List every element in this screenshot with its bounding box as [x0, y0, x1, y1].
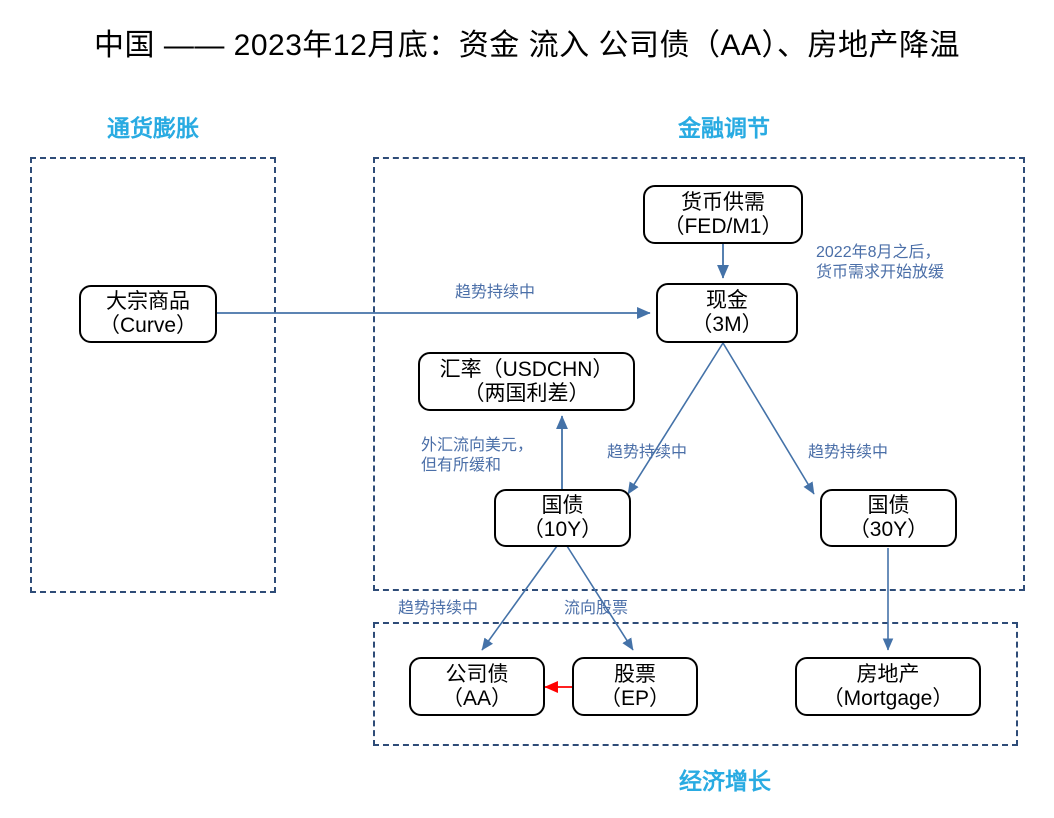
node-corporate-bond[interactable]: 公司债 （AA）	[409, 657, 545, 716]
node-equity-line1: 股票	[614, 662, 656, 686]
node-money-supply-line2: （FED/M1）	[663, 214, 783, 238]
node-bond-30y-line2: （30Y）	[848, 518, 929, 541]
edge-label-fx-flow: 外汇流向美元， 但有所缓和	[421, 436, 533, 476]
node-equity[interactable]: 股票 （EP）	[572, 657, 698, 716]
edge-label-commodity-to-cash: 趋势持续中	[455, 284, 536, 301]
group-box-inflation	[30, 157, 276, 593]
edge-label-bond10-to-corpbond: 趋势持续中	[398, 600, 479, 617]
edge-label-fx-flow-line2: 但有所缓和	[421, 457, 502, 474]
group-caption-monetary: 金融调节	[678, 115, 770, 141]
group-box-growth	[373, 622, 1018, 746]
node-bond-10y-line1: 国债	[541, 494, 584, 518]
node-bond-10y[interactable]: 国债 （10Y）	[494, 489, 631, 547]
group-box-monetary	[373, 157, 1025, 591]
node-fx-rate-line1: 汇率（USDCHN）	[439, 357, 614, 381]
node-cash-line2: （3M）	[691, 313, 763, 336]
node-real-estate[interactable]: 房地产 （Mortgage）	[795, 657, 981, 716]
node-commodity[interactable]: 大宗商品 （Curve）	[79, 285, 217, 343]
edge-label-cash-to-bond10: 趋势持续中	[607, 444, 688, 461]
edge-label-bond10-to-equity: 流向股票	[564, 600, 629, 617]
node-fx-rate[interactable]: 汇率（USDCHN） （两国利差）	[418, 352, 635, 411]
node-money-supply-line1: 货币供需	[681, 190, 765, 214]
edge-label-cash-slowdown: 2022年8月之后， 货币需求开始放缓	[816, 243, 944, 283]
node-corporate-bond-line2: （AA）	[441, 686, 512, 710]
node-real-estate-line2: （Mortgage）	[822, 686, 954, 710]
page-title: 中国 —— 2023年12月底：资金 流入 公司债（AA）、房地产降温	[94, 29, 960, 62]
node-cash-line1: 现金	[706, 289, 748, 313]
node-real-estate-line1: 房地产	[856, 662, 920, 686]
node-money-supply[interactable]: 货币供需 （FED/M1）	[643, 185, 803, 244]
edge-label-cash-to-bond30: 趋势持续中	[808, 444, 889, 461]
node-fx-rate-line2: （两国利差）	[463, 381, 590, 405]
edge-label-fx-flow-line1: 外汇流向美元，	[421, 437, 534, 454]
node-bond-10y-line2: （10Y）	[522, 518, 603, 541]
node-commodity-line2: （Curve）	[98, 314, 198, 337]
group-caption-inflation: 通货膨胀	[107, 115, 199, 141]
edge-label-cash-slowdown-line1: 2022年8月之后，	[816, 244, 941, 261]
node-bond-30y-line1: 国债	[867, 494, 910, 518]
node-cash[interactable]: 现金 （3M）	[656, 283, 798, 343]
node-equity-line2: （EP）	[599, 686, 670, 710]
edge-label-cash-slowdown-line2: 货币需求开始放缓	[816, 264, 945, 281]
node-corporate-bond-line1: 公司债	[445, 662, 509, 686]
group-caption-growth: 经济增长	[679, 768, 771, 794]
node-commodity-line1: 大宗商品	[106, 290, 190, 314]
node-bond-30y[interactable]: 国债 （30Y）	[820, 489, 957, 547]
